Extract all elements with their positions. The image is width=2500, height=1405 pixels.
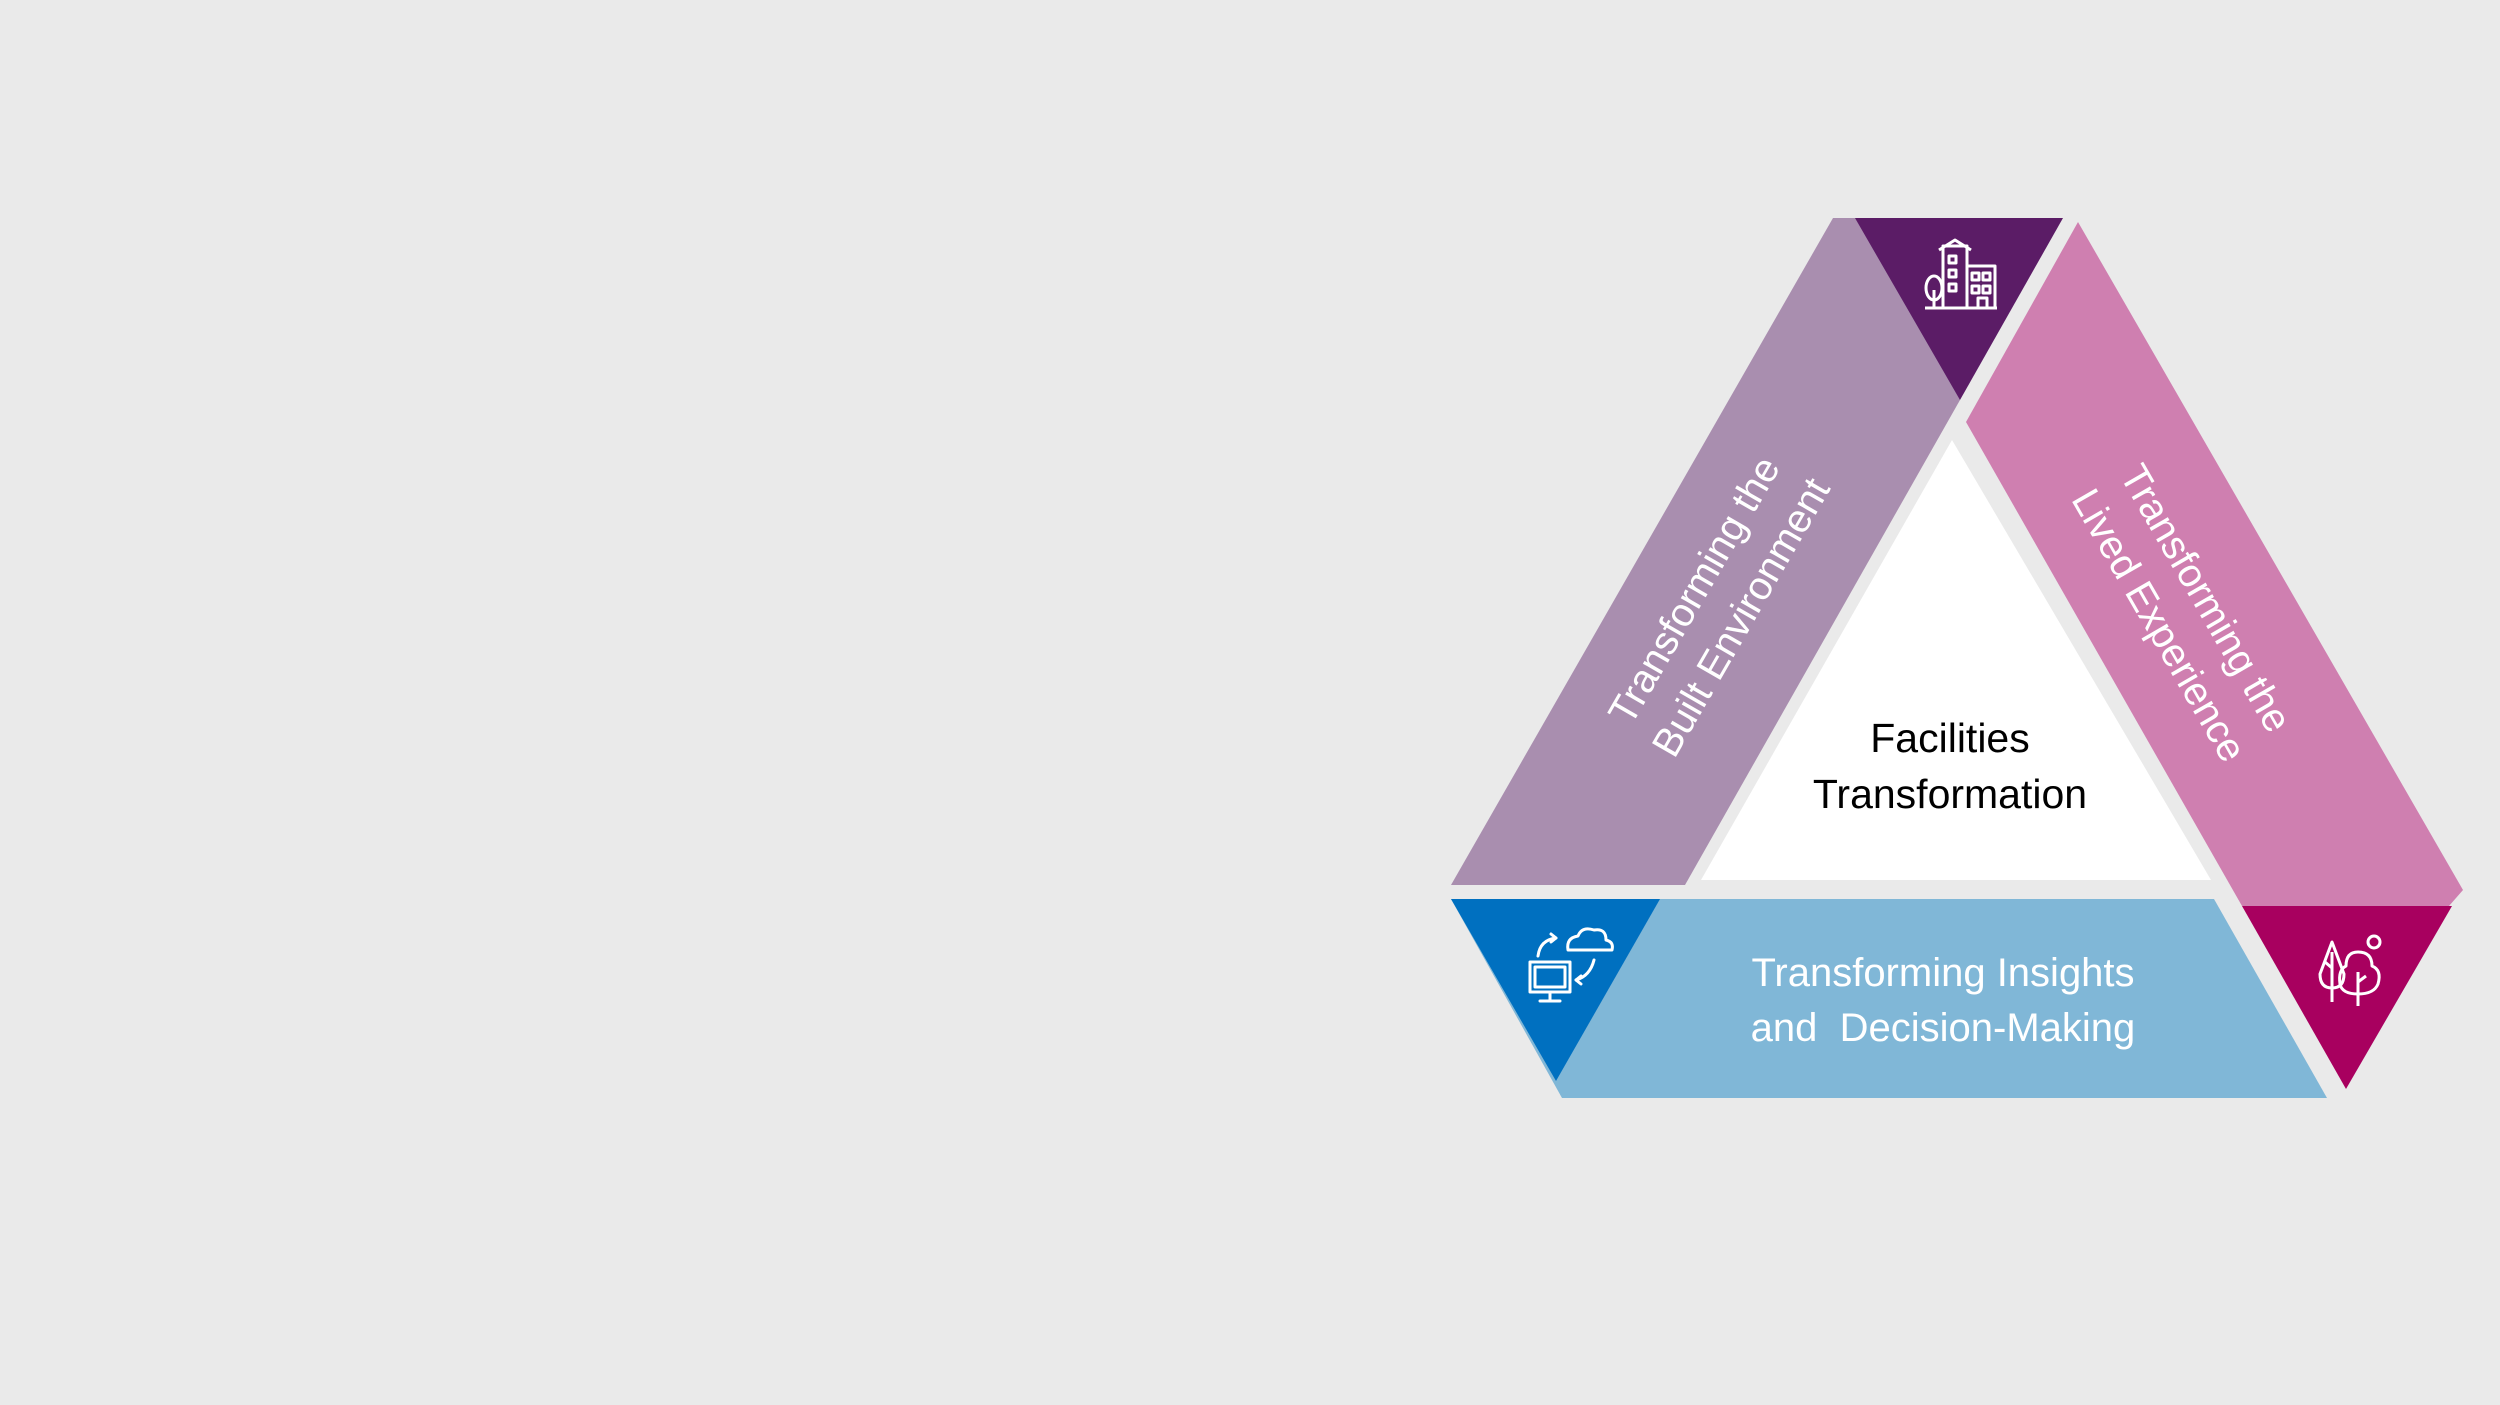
building-tree-icon	[1924, 238, 1997, 310]
computer-cloud-sync-icon	[1528, 927, 1614, 1003]
center-title-line-2: Transformation	[1813, 771, 2087, 817]
insights-band	[1451, 899, 2327, 1098]
center-triangle	[1701, 440, 2211, 880]
insights-line-2: and Decision-Making	[1751, 1006, 2136, 1050]
center-title-line-1: Facilities	[1870, 715, 2029, 761]
lived-experience-corner	[2242, 906, 2452, 1089]
lived-experience-band	[1966, 222, 2463, 906]
insights-corner	[1451, 899, 1660, 1081]
trees-sun-icon	[2318, 934, 2382, 1006]
built-environment-band	[1451, 218, 1960, 885]
insights-line-1: Transforming Insights	[1751, 951, 2134, 995]
